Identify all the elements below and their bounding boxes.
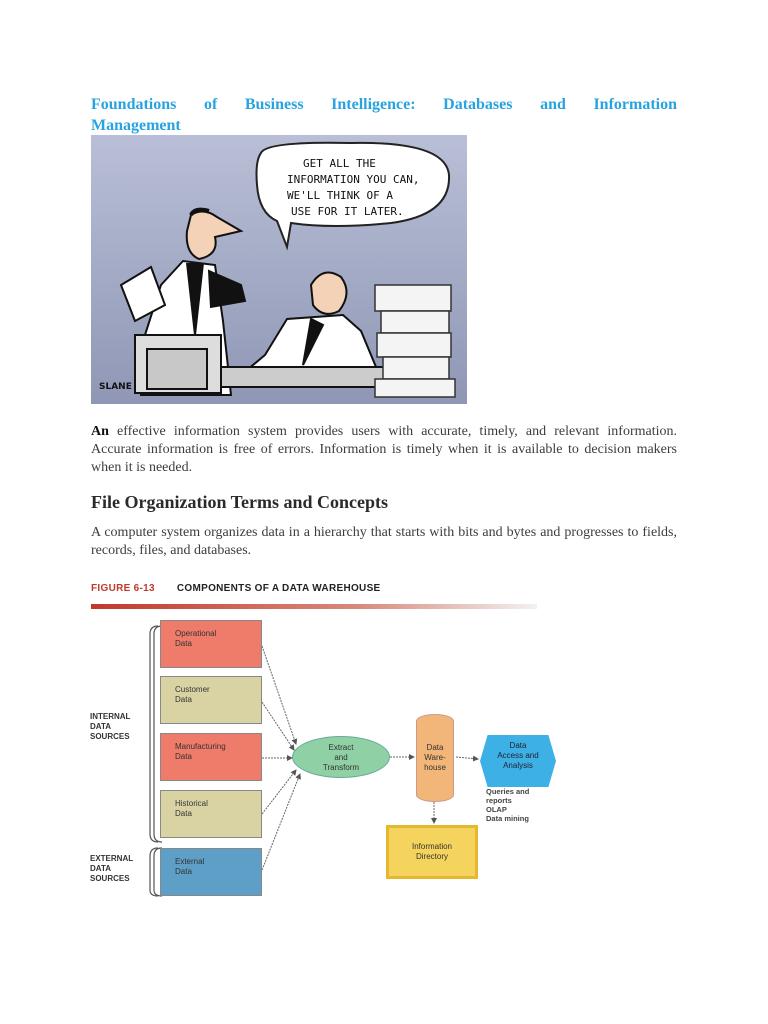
section-heading: File Organization Terms and Concepts [91,492,389,512]
figure-rule [91,604,537,609]
title-word: Business [244,96,304,113]
title-line-2: Management [91,117,181,134]
speech-line: GET ALL THE [303,157,376,170]
section-paragraph: A computer system organizes data in a hi… [91,525,677,558]
speech-line: USE FOR IT LATER. [291,205,404,218]
title-word: Intelligence: [331,96,416,113]
cartoon-signature: SLANE [99,382,132,392]
speech-text: GET ALL THE INFORMATION YOU CAN, WE'LL T… [287,157,419,218]
intro-paragraph: An effective information system provides… [91,423,677,477]
speech-line: WE'LL THINK OF A [287,189,393,202]
title-word: Databases [443,96,513,113]
title-word: and [540,96,566,113]
intro-lead: An [91,424,109,439]
title-word: of [203,96,218,113]
title-word: Information [593,96,677,113]
figure-connectors [149,625,479,897]
cartoon-drawing: GET ALL THE INFORMATION YOU CAN, WE'LL T… [91,135,467,404]
page-title: Foundations of Business Intelligence: Da… [91,94,677,136]
intro-text: effective information system provides us… [91,424,677,475]
figure-caption: COMPONENTS OF A DATA WAREHOUSE [176,583,381,594]
data-warehouse-figure: FIGURE 6-13 COMPONENTS OF A DATA WAREHOUS… [88,578,558,903]
cartoon-image: GET ALL THE INFORMATION YOU CAN, WE'LL T… [91,135,467,404]
figure-header: FIGURE 6-13 COMPONENTS OF A DATA WAREHOUS… [91,583,381,594]
figure-number: FIGURE 6-13 [91,583,155,594]
title-word: Foundations [91,96,177,113]
speech-line: INFORMATION YOU CAN, [287,173,419,186]
